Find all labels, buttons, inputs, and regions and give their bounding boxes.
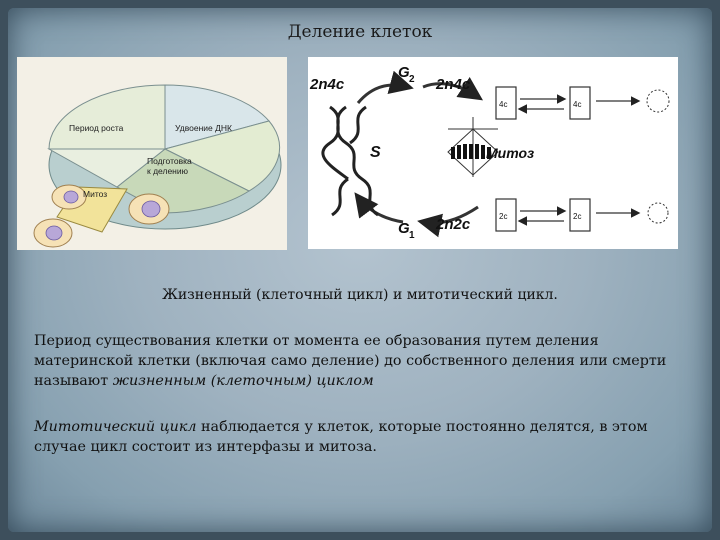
box-2c-a: 2c [499,212,507,221]
label-g1-sub: 1 [409,230,415,241]
paragraph-life-cycle: Период существования клетки от момента е… [34,331,674,391]
paragraph-life-cycle-emphasis: жизненным (клеточным) циклом [112,373,374,389]
label-g2: G [398,64,410,81]
mitosis-label: Митоз [83,189,107,199]
figure-caption: Жизненный (клеточный цикл) и митотически… [162,287,558,303]
label-2n2c: 2n2c [435,216,471,233]
label-g2-sub: 2 [409,74,415,85]
paragraph-mitotic-cycle: Митотический цикл наблюдается у клеток, … [34,417,674,457]
box-2c-b: 2c [573,212,581,221]
label-mitosis-right: Митоз [486,145,534,161]
label-2n4c-left: 2n4c [309,76,345,93]
label-g1: G [398,220,410,237]
mitotic-cycle-diagram: 2n4c 2n4c G 2 S Митоз G 1 2n2c 4c 4c 2c … [309,64,670,241]
paragraph-mitotic-cycle-text: наблюдается у клеток, которые постоянно … [34,419,648,455]
cell-cycle-diagram: Период роста Удвоение ДНК Подготовка к д… [33,84,282,248]
mitotic-cycle-figure: 2n4c 2n4c G 2 S Митоз G 1 2n2c 4c 4c 2c … [308,57,678,249]
prep-label-1: Подготовка [147,156,192,166]
prep-label-2: к делению [147,166,189,176]
cell-cycle-figure: Период роста Удвоение ДНК Подготовка к д… [17,57,287,250]
box-4c-b: 4c [573,100,581,109]
label-s: S [370,144,381,161]
dna-doubling-label: Удвоение ДНК [175,123,232,133]
paragraph-mitotic-cycle-emphasis: Митотический цикл [34,419,197,435]
label-2n4c-right: 2n4c [435,76,471,93]
box-4c-a: 4c [499,100,507,109]
paragraph-life-cycle-text: Период существования клетки от момента е… [34,333,667,389]
growth-period-label: Период роста [69,123,124,133]
slide-title: Деление клеток [287,22,433,42]
